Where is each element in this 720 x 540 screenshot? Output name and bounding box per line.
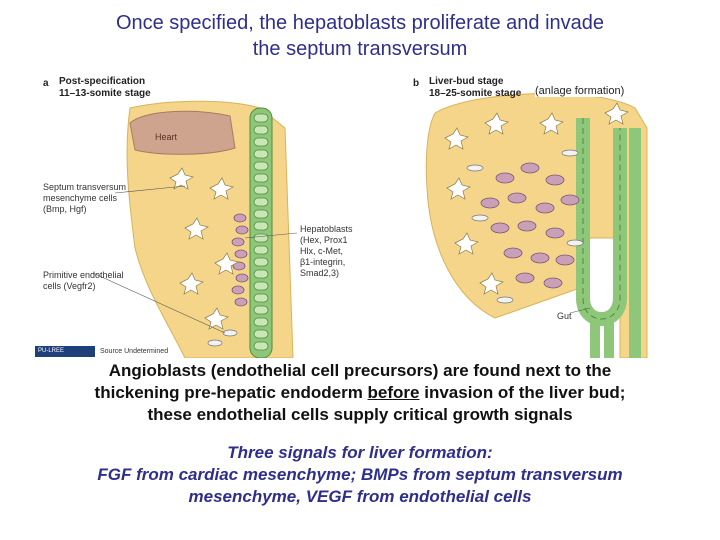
panel-a-illustration <box>92 100 298 359</box>
gut-leader-line <box>569 307 591 314</box>
hepatoblast-label-4: β1-integrin, <box>300 257 346 267</box>
gut-tail-b <box>590 323 614 358</box>
liver-signals-note: Three signals for liver formation: FGF f… <box>20 442 700 508</box>
mesenchyme-cells-b <box>444 102 629 295</box>
panel-b-illustration <box>425 92 648 359</box>
primitive-label-1: Primitive endothelial <box>43 270 124 280</box>
body-line-3: these endothelial cells supply critical … <box>147 405 573 424</box>
mesenchyme-cells-a <box>169 167 239 330</box>
hepatoblast-label-2: (Hex, Prox1 <box>300 235 348 245</box>
heart-shape <box>129 110 236 155</box>
signals-line-1: Three signals for liver formation: <box>227 443 493 462</box>
panel-a-title-1: Post-specification <box>59 76 146 87</box>
endothelial-cells-a <box>207 329 238 347</box>
septum-label-1: Septum transversum <box>43 182 127 192</box>
angioblast-paragraph: Angioblasts (endothelial cell precursors… <box>10 360 710 426</box>
panel-a-title-2: 11–13-somite stage <box>59 88 151 99</box>
panel-b-title-2: 18–25-somite stage <box>429 88 522 99</box>
body-line-2a: thickening pre-hepatic endoderm <box>94 383 368 402</box>
source-credit: Source Undetermined <box>100 348 169 355</box>
heart-label: Heart <box>155 132 178 142</box>
endothelial-cells-b <box>466 149 584 304</box>
gut-cell-borders-b <box>582 118 621 320</box>
publisher-logo: PU-LREE <box>35 346 95 357</box>
endoderm-cells-a <box>253 113 269 351</box>
title-line-2: the septum transversum <box>252 38 468 60</box>
title-line-1: Once specified, the hepatoblasts prolife… <box>115 12 605 34</box>
signals-line-3: mesenchyme, VEGF from endothelial cells <box>188 487 532 506</box>
hepatoblasts-a <box>231 213 249 307</box>
panel-b-letter: b <box>413 78 420 89</box>
body-line-2: thickening pre-hepatic endoderm before i… <box>10 382 710 404</box>
panel-a-letter: a <box>43 78 49 89</box>
figure-illustration <box>92 92 648 359</box>
hepatoblasts-b <box>480 162 580 289</box>
gut-label: Gut <box>557 311 572 321</box>
septum-label-3: (Bmp, Hgf) <box>43 204 87 214</box>
body-line-1: Angioblasts (endothelial cell precursors… <box>108 361 612 380</box>
primitive-label-2: cells (Vegfr2) <box>43 281 96 291</box>
liver-development-figure: a Post-specification 11–13-somite stage … <box>35 68 675 359</box>
hepatoblast-label-1: Hepatoblasts <box>300 224 353 234</box>
signals-line-2: FGF from cardiac mesenchyme; BMPs from s… <box>97 465 623 484</box>
hepatoblast-label-3: Hlx, c-Met, <box>300 246 344 256</box>
before-emphasis: before <box>367 383 420 402</box>
hepatoblast-label-5: Smad2,3) <box>300 268 340 278</box>
anlage-label: (anlage formation) <box>535 85 625 97</box>
slide-title: Once specified, the hepatoblasts prolife… <box>20 10 700 62</box>
septum-mesenchyme-b <box>425 92 648 359</box>
body-line-2c: invasion of the liver bud; <box>419 383 626 402</box>
leader-lines-a <box>92 185 298 334</box>
septum-label-2: mesenchyme cells <box>43 193 118 203</box>
panel-b-title-1: Liver-bud stage <box>429 76 504 87</box>
